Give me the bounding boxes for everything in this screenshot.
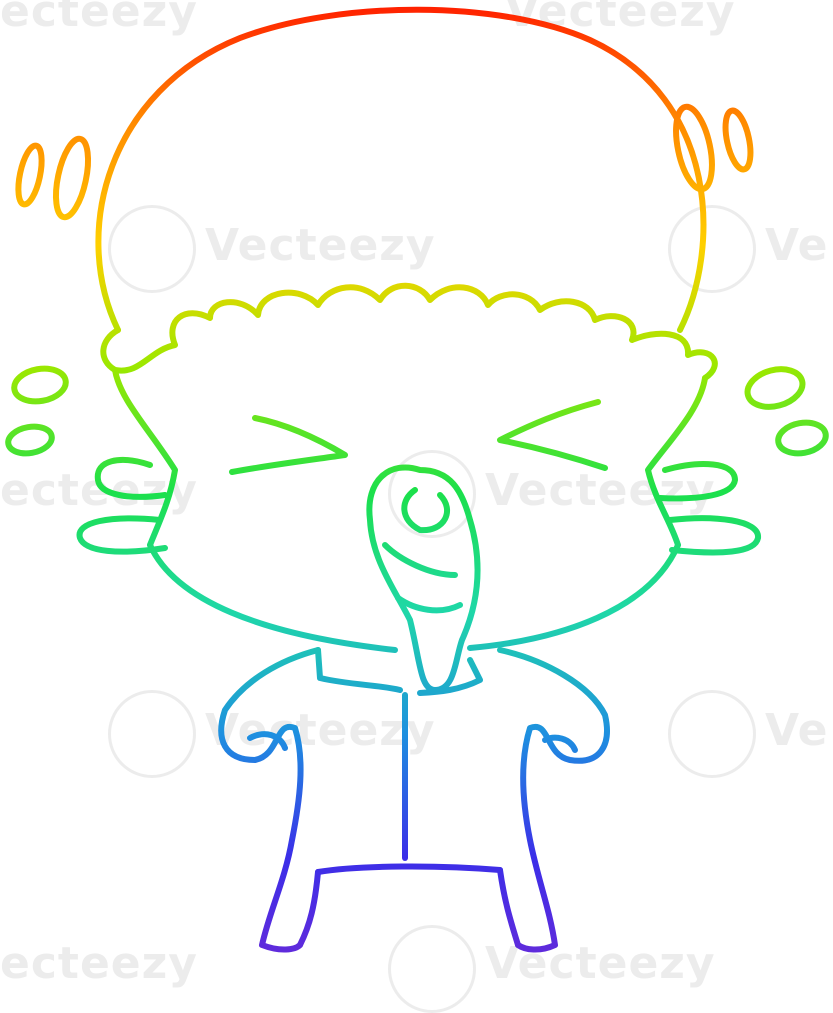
cheek-puff-left xyxy=(76,457,168,555)
spit-drop xyxy=(5,423,55,457)
watermark-text-lower-right: Ve xyxy=(765,705,829,756)
watermark-logo xyxy=(388,450,476,538)
spit-drop xyxy=(11,365,69,405)
waist-line xyxy=(315,863,503,875)
mouth-inner xyxy=(401,487,451,534)
watermark-logo xyxy=(668,690,756,778)
arm-left-detail xyxy=(247,731,288,751)
watermark-text-mid: Vecteezy xyxy=(205,220,436,271)
crotch xyxy=(297,867,521,948)
watermark-text-top-left: ecteezy xyxy=(0,0,198,37)
jaw xyxy=(147,542,681,653)
watermark-text-top-right: Vecteezy xyxy=(505,0,736,37)
eye-left-squint xyxy=(229,415,348,475)
watermark-text-mid-right: Ve xyxy=(765,220,829,271)
watermark-text-center: Vecteezy xyxy=(485,465,716,516)
tongue xyxy=(382,542,463,614)
arm-right-detail xyxy=(542,734,578,753)
spit-drop xyxy=(775,419,829,457)
motion-mark xyxy=(673,103,715,193)
motion-mark xyxy=(722,107,754,173)
head-dome xyxy=(95,6,707,333)
watermark-logo xyxy=(108,690,196,778)
watermark-logo xyxy=(108,205,196,293)
shirt-collar xyxy=(315,647,483,696)
watermark-logo xyxy=(668,205,756,293)
motion-mark xyxy=(52,135,92,221)
eye-right-squint xyxy=(497,399,608,471)
cheek-puff-right xyxy=(657,461,761,556)
motion-mark xyxy=(15,142,45,208)
torso-left xyxy=(218,647,321,953)
cartoon-bald-man-yelling xyxy=(5,6,829,953)
torso-right xyxy=(497,647,610,953)
hair xyxy=(100,282,718,381)
spit-drop xyxy=(744,366,806,410)
mouth xyxy=(366,464,481,693)
watermark-text-lower: Vecteezy xyxy=(205,705,436,756)
